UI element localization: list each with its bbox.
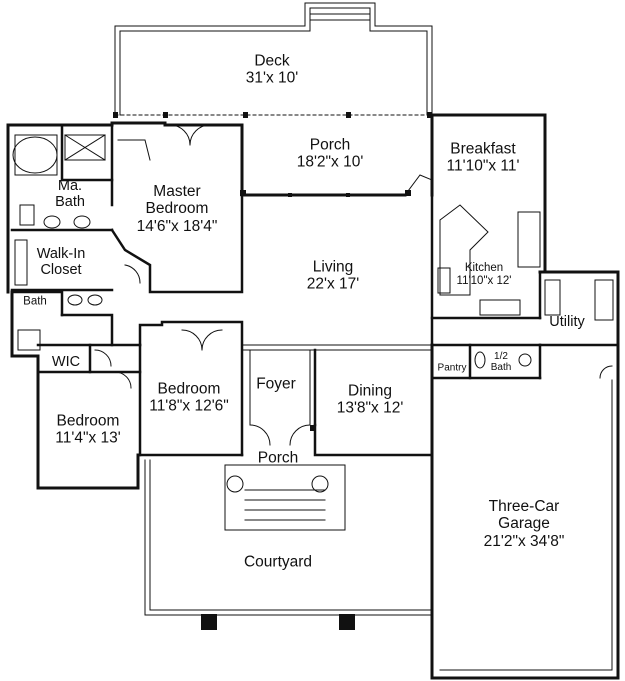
ma-bath-label: Ma.Bath: [55, 177, 85, 210]
columns: [201, 190, 411, 630]
porch-front-label: Porch: [257, 449, 299, 467]
utility-label: Utility: [549, 313, 585, 330]
deck-outline: [114, 2, 433, 116]
pantry-label: Pantry: [437, 362, 467, 374]
foyer-label: Foyer: [256, 375, 296, 393]
porch-posts: [288, 193, 350, 197]
bath-label: Bath: [23, 295, 47, 308]
courtyard-label: Courtyard: [243, 553, 313, 571]
deck-posts: [113, 112, 432, 118]
thin-lines: [12, 124, 614, 671]
exterior-walls: [6, 113, 620, 680]
wic-label: WIC: [51, 353, 81, 370]
